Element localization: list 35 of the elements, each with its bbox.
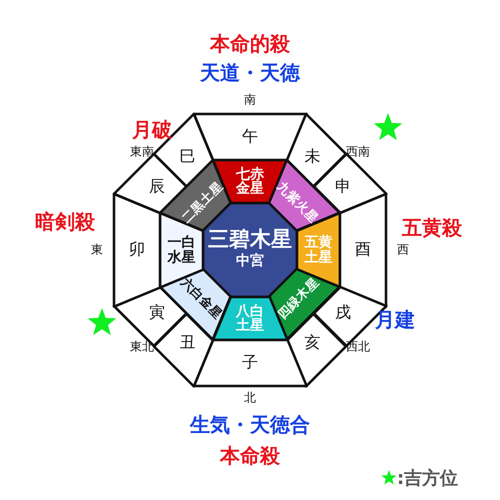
direction-label: 東 — [91, 242, 103, 258]
branch-label: 午 — [242, 128, 258, 146]
direction-label: 南 — [244, 92, 256, 108]
center-sublabel: 中宮 — [235, 254, 265, 269]
direction-annotation: 本命的殺 — [210, 30, 290, 58]
direction-annotation: 五黄殺 — [402, 214, 462, 242]
branch-label: 卯 — [129, 242, 145, 258]
direction-annotation: 本命殺 — [220, 442, 280, 470]
branch-label: 丑 — [179, 334, 196, 352]
branch-label: 辰 — [149, 178, 166, 196]
branch-label: 未 — [304, 148, 321, 166]
star-label: 九紫火星 — [275, 178, 322, 225]
star-label: 一白水星 — [166, 235, 196, 265]
branch-label: 巳 — [179, 148, 196, 166]
branch-label: 寅 — [149, 304, 166, 321]
branch-label: 申 — [334, 178, 351, 196]
star-label: 五黄土星 — [304, 235, 334, 265]
star-label: 七赤金星 — [235, 166, 265, 196]
branch-label: 子 — [242, 354, 258, 372]
direction-annotation: 天道・天徳 — [200, 60, 300, 86]
branch-label: 戌 — [334, 304, 351, 321]
legend-label: :吉方位 — [397, 467, 458, 490]
direction-annotation: 月破 — [132, 116, 172, 144]
branch-label: 酉 — [355, 242, 371, 258]
direction-annotation: 暗剣殺 — [35, 208, 95, 236]
direction-label: 西 — [397, 242, 409, 258]
center-star-label: 三碧木星 — [207, 228, 293, 250]
star-label: 二黒土星 — [178, 178, 225, 225]
direction-label: 北 — [244, 390, 256, 406]
direction-annotation: 月建 — [375, 306, 415, 334]
star-label: 四緑木星 — [275, 275, 322, 322]
star-label: 六白金星 — [178, 275, 225, 322]
branch-label: 亥 — [304, 334, 321, 352]
star-label: 八白土星 — [235, 304, 265, 334]
direction-annotation: 生気・天徳合 — [190, 412, 310, 438]
